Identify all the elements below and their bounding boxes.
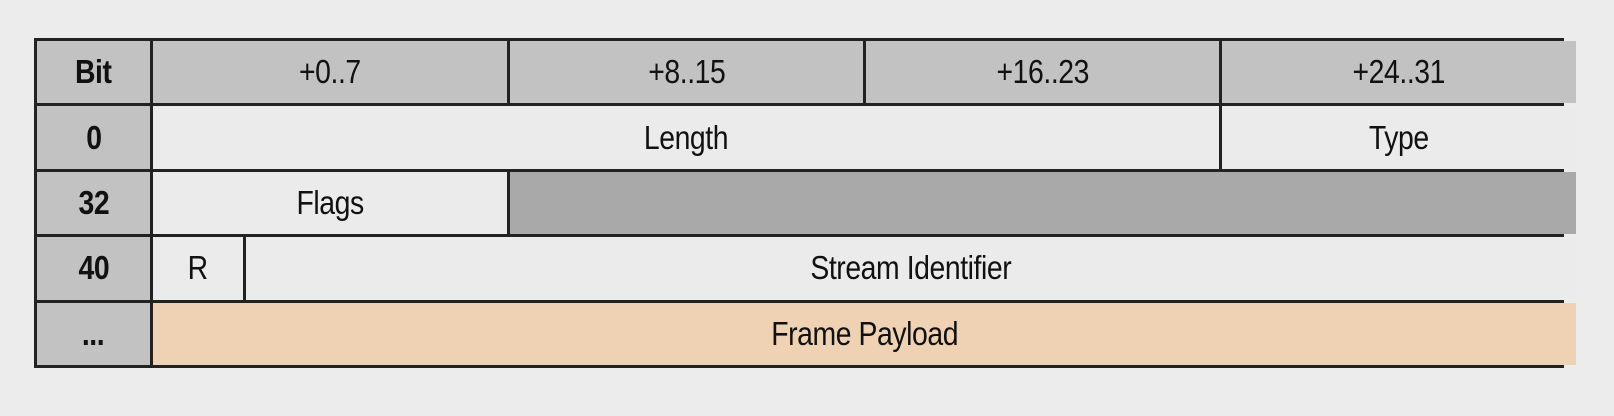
frame-layout-diagram: Bit +0..7 +8..15 +16..23 +24..31 0 Lengt… [34, 38, 1576, 368]
field-type: Type [1222, 106, 1576, 169]
header-col-24-31: +24..31 [1222, 41, 1576, 104]
header-col-0-7-label: +0..7 [299, 53, 361, 91]
row-label-32: 32 [37, 171, 150, 235]
field-flags: Flags [153, 171, 507, 235]
row-label-40: 40 [37, 237, 150, 300]
row-label-0-text: 0 [85, 118, 102, 156]
field-stream-identifier-label: Stream Identifier [810, 249, 1012, 287]
field-stream-identifier: Stream Identifier [246, 237, 1576, 300]
row-label-ellipsis-text: ... [82, 314, 105, 352]
header-col-24-31-label: +24..31 [1352, 53, 1446, 91]
header-col-0-7: +0..7 [153, 41, 507, 104]
header-col-8-15: +8..15 [510, 41, 863, 104]
field-frame-payload: Frame Payload [153, 302, 1576, 365]
header-col-16-23-label: +16..23 [996, 53, 1089, 91]
field-unused [510, 171, 1576, 235]
row-label-0: 0 [37, 106, 150, 169]
header-bit-cell: Bit [37, 41, 150, 104]
field-length: Length [153, 106, 1219, 169]
row-label-ellipsis: ... [37, 302, 150, 365]
row-label-40-text: 40 [78, 249, 109, 287]
field-reserved-bit: R [153, 237, 243, 300]
field-reserved-bit-label: R [187, 249, 209, 287]
header-col-16-23: +16..23 [866, 41, 1219, 104]
field-frame-payload-label: Frame Payload [771, 314, 958, 352]
field-length-label: Length [643, 118, 729, 156]
header-col-8-15-label: +8..15 [647, 53, 726, 91]
header-bit-label: Bit [75, 53, 112, 91]
field-type-label: Type [1369, 118, 1429, 156]
field-flags-label: Flags [296, 183, 364, 221]
row-label-32-text: 32 [78, 183, 109, 221]
